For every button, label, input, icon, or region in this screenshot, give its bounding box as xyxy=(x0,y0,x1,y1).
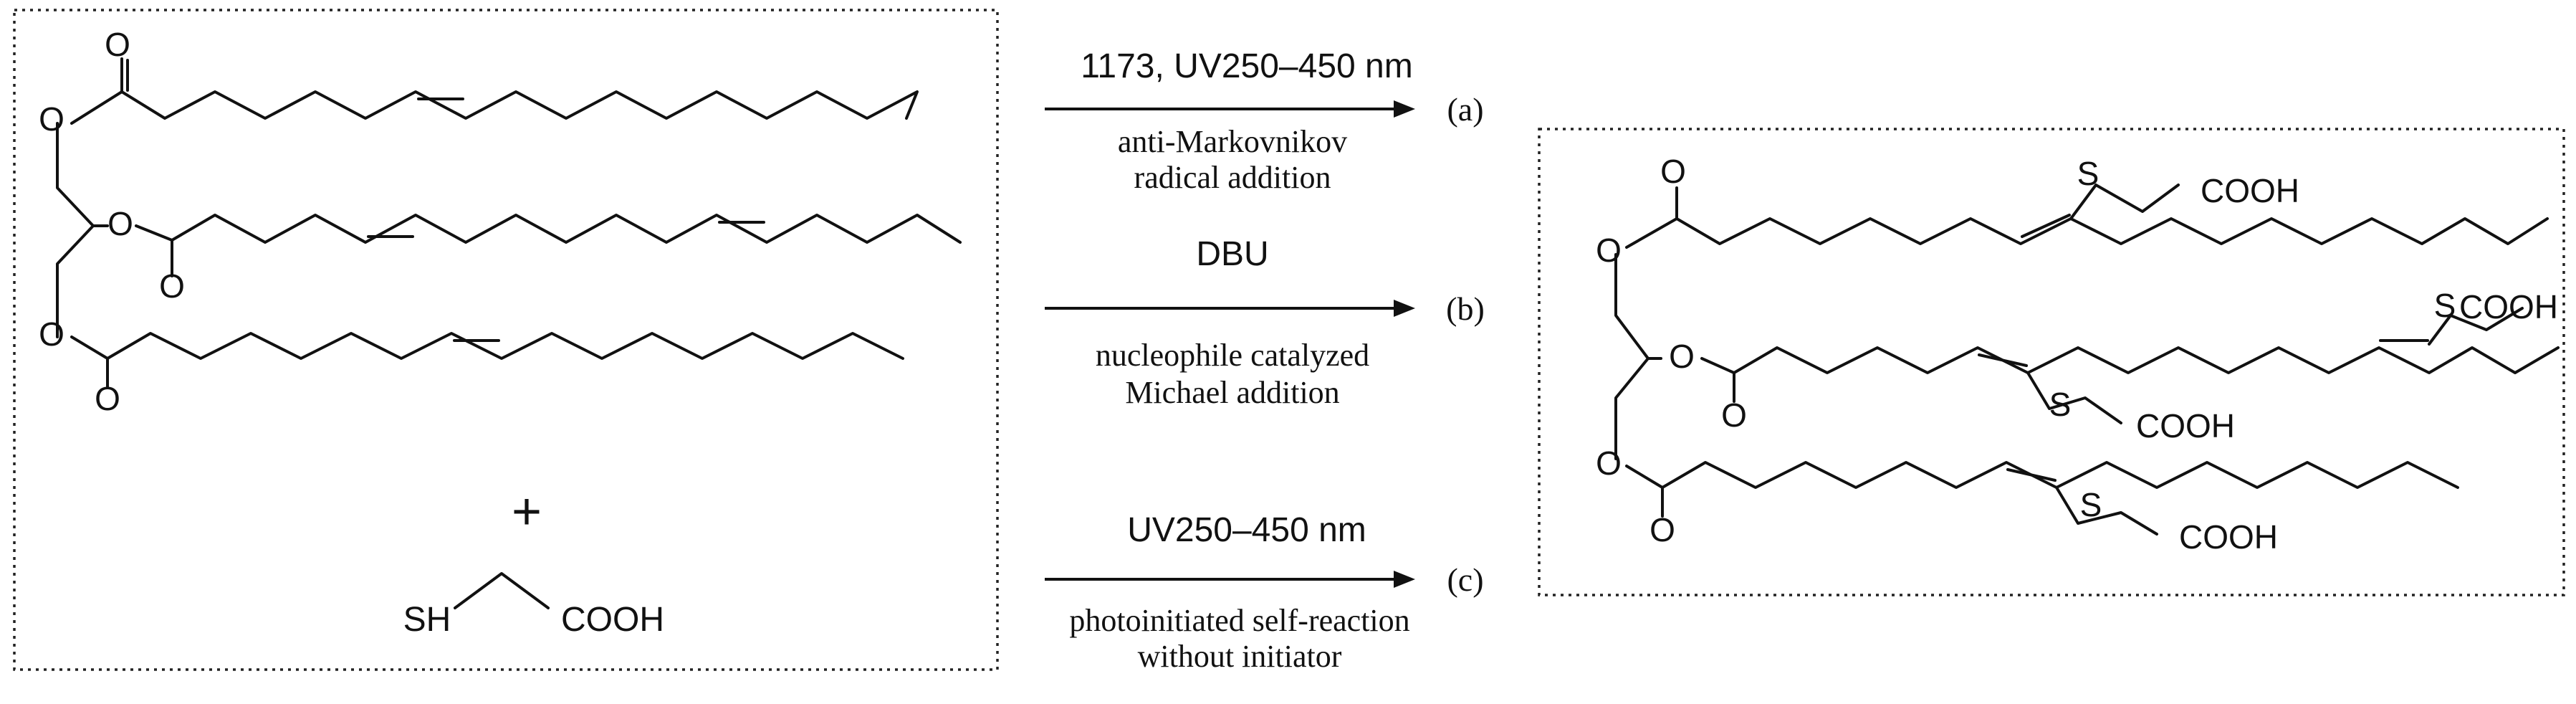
sulfur-label: S xyxy=(2077,155,2099,192)
oxygen-label: O xyxy=(1721,396,1747,434)
label-c: (c) xyxy=(1447,561,1483,598)
carboxyl-label: COOH xyxy=(2459,288,2558,325)
oxygen-label: O xyxy=(1660,153,1686,190)
mechanism-b-line2: Michael addition xyxy=(1125,375,1339,410)
oxygen-label: O xyxy=(1596,444,1622,482)
glycerol-backbone xyxy=(56,122,95,338)
sulfur-label: S xyxy=(2049,386,2072,423)
acyl-chain-3 xyxy=(70,332,904,360)
thioether-branch-3 xyxy=(2428,307,2524,346)
thioglycolic-bonds xyxy=(454,572,550,609)
arrow-head-a xyxy=(1394,100,1415,118)
plus-sign: + xyxy=(512,483,542,541)
product-alkene-1 xyxy=(2021,214,2071,238)
oxygen-label: O xyxy=(39,100,64,138)
carboxyl-label: COOH xyxy=(2136,407,2235,444)
acyl-chain-1 xyxy=(70,90,919,125)
oxygen-label: O xyxy=(107,205,133,242)
oxygen-label: O xyxy=(95,380,120,417)
arrow-head-c xyxy=(1394,571,1415,588)
condition-c: UV250–450 nm xyxy=(1127,511,1366,549)
oxygen-label: O xyxy=(39,315,64,353)
reaction-b: DBU nucleophile catalyzed Michael additi… xyxy=(1045,235,1485,410)
product-chain-3 xyxy=(1625,461,2459,489)
mechanism-c-line1: photoinitiated self-reaction xyxy=(1069,603,1409,638)
oxygen-label: O xyxy=(1596,232,1622,269)
thioether-branch-4 xyxy=(2055,486,2158,536)
thioglycolic-acid: SH COOH xyxy=(403,572,664,639)
carboxyl-label: COOH xyxy=(2179,518,2278,556)
product-alkene-3 xyxy=(2006,468,2057,482)
reaction-a: 1173, UV250–450 nm anti-Markovnikov radi… xyxy=(1045,47,1484,195)
oxygen-label: O xyxy=(1649,511,1675,548)
mechanism-c-line2: without initiator xyxy=(1138,639,1342,674)
acyl-chain-2 xyxy=(135,214,962,244)
product-box xyxy=(1538,128,2565,596)
product-structure: O O O O O O S COOH S COOH S COOH S COOH xyxy=(1596,153,2560,556)
thiol-group: SH xyxy=(403,601,451,639)
label-a: (a) xyxy=(1447,91,1483,128)
sulfur-label: S xyxy=(2434,287,2456,324)
triglyceride-structure: O O O O O O xyxy=(39,26,962,417)
label-b: (b) xyxy=(1446,290,1485,327)
sulfur-label: S xyxy=(2080,486,2102,523)
carboxyl-group: COOH xyxy=(561,601,664,639)
condition-a: 1173, UV250–450 nm xyxy=(1081,47,1412,85)
product-chain-1 xyxy=(1625,217,2549,249)
carboxyl-label: COOH xyxy=(2201,172,2299,209)
mechanism-a-line1: anti-Markovnikov xyxy=(1118,124,1347,159)
thioether-branch-1 xyxy=(2069,184,2180,220)
arrow-head-b xyxy=(1394,300,1415,317)
condition-b: DBU xyxy=(1196,235,1268,273)
thioether-branch-2 xyxy=(2026,371,2122,424)
reaction-c: UV250–450 nm photoinitiated self-reactio… xyxy=(1045,511,1484,674)
reactant-box xyxy=(13,9,999,671)
oxygen-label: O xyxy=(1669,338,1695,375)
mechanism-a-line2: radical addition xyxy=(1134,160,1331,195)
product-chain-2 xyxy=(1700,346,2560,374)
oxygen-label: O xyxy=(105,26,130,63)
mechanism-b-line1: nucleophile catalyzed xyxy=(1096,338,1369,373)
product-alkene-2a xyxy=(1978,353,2028,367)
oxygen-label: O xyxy=(159,267,185,305)
product-glycerol-backbone xyxy=(1614,253,1649,460)
